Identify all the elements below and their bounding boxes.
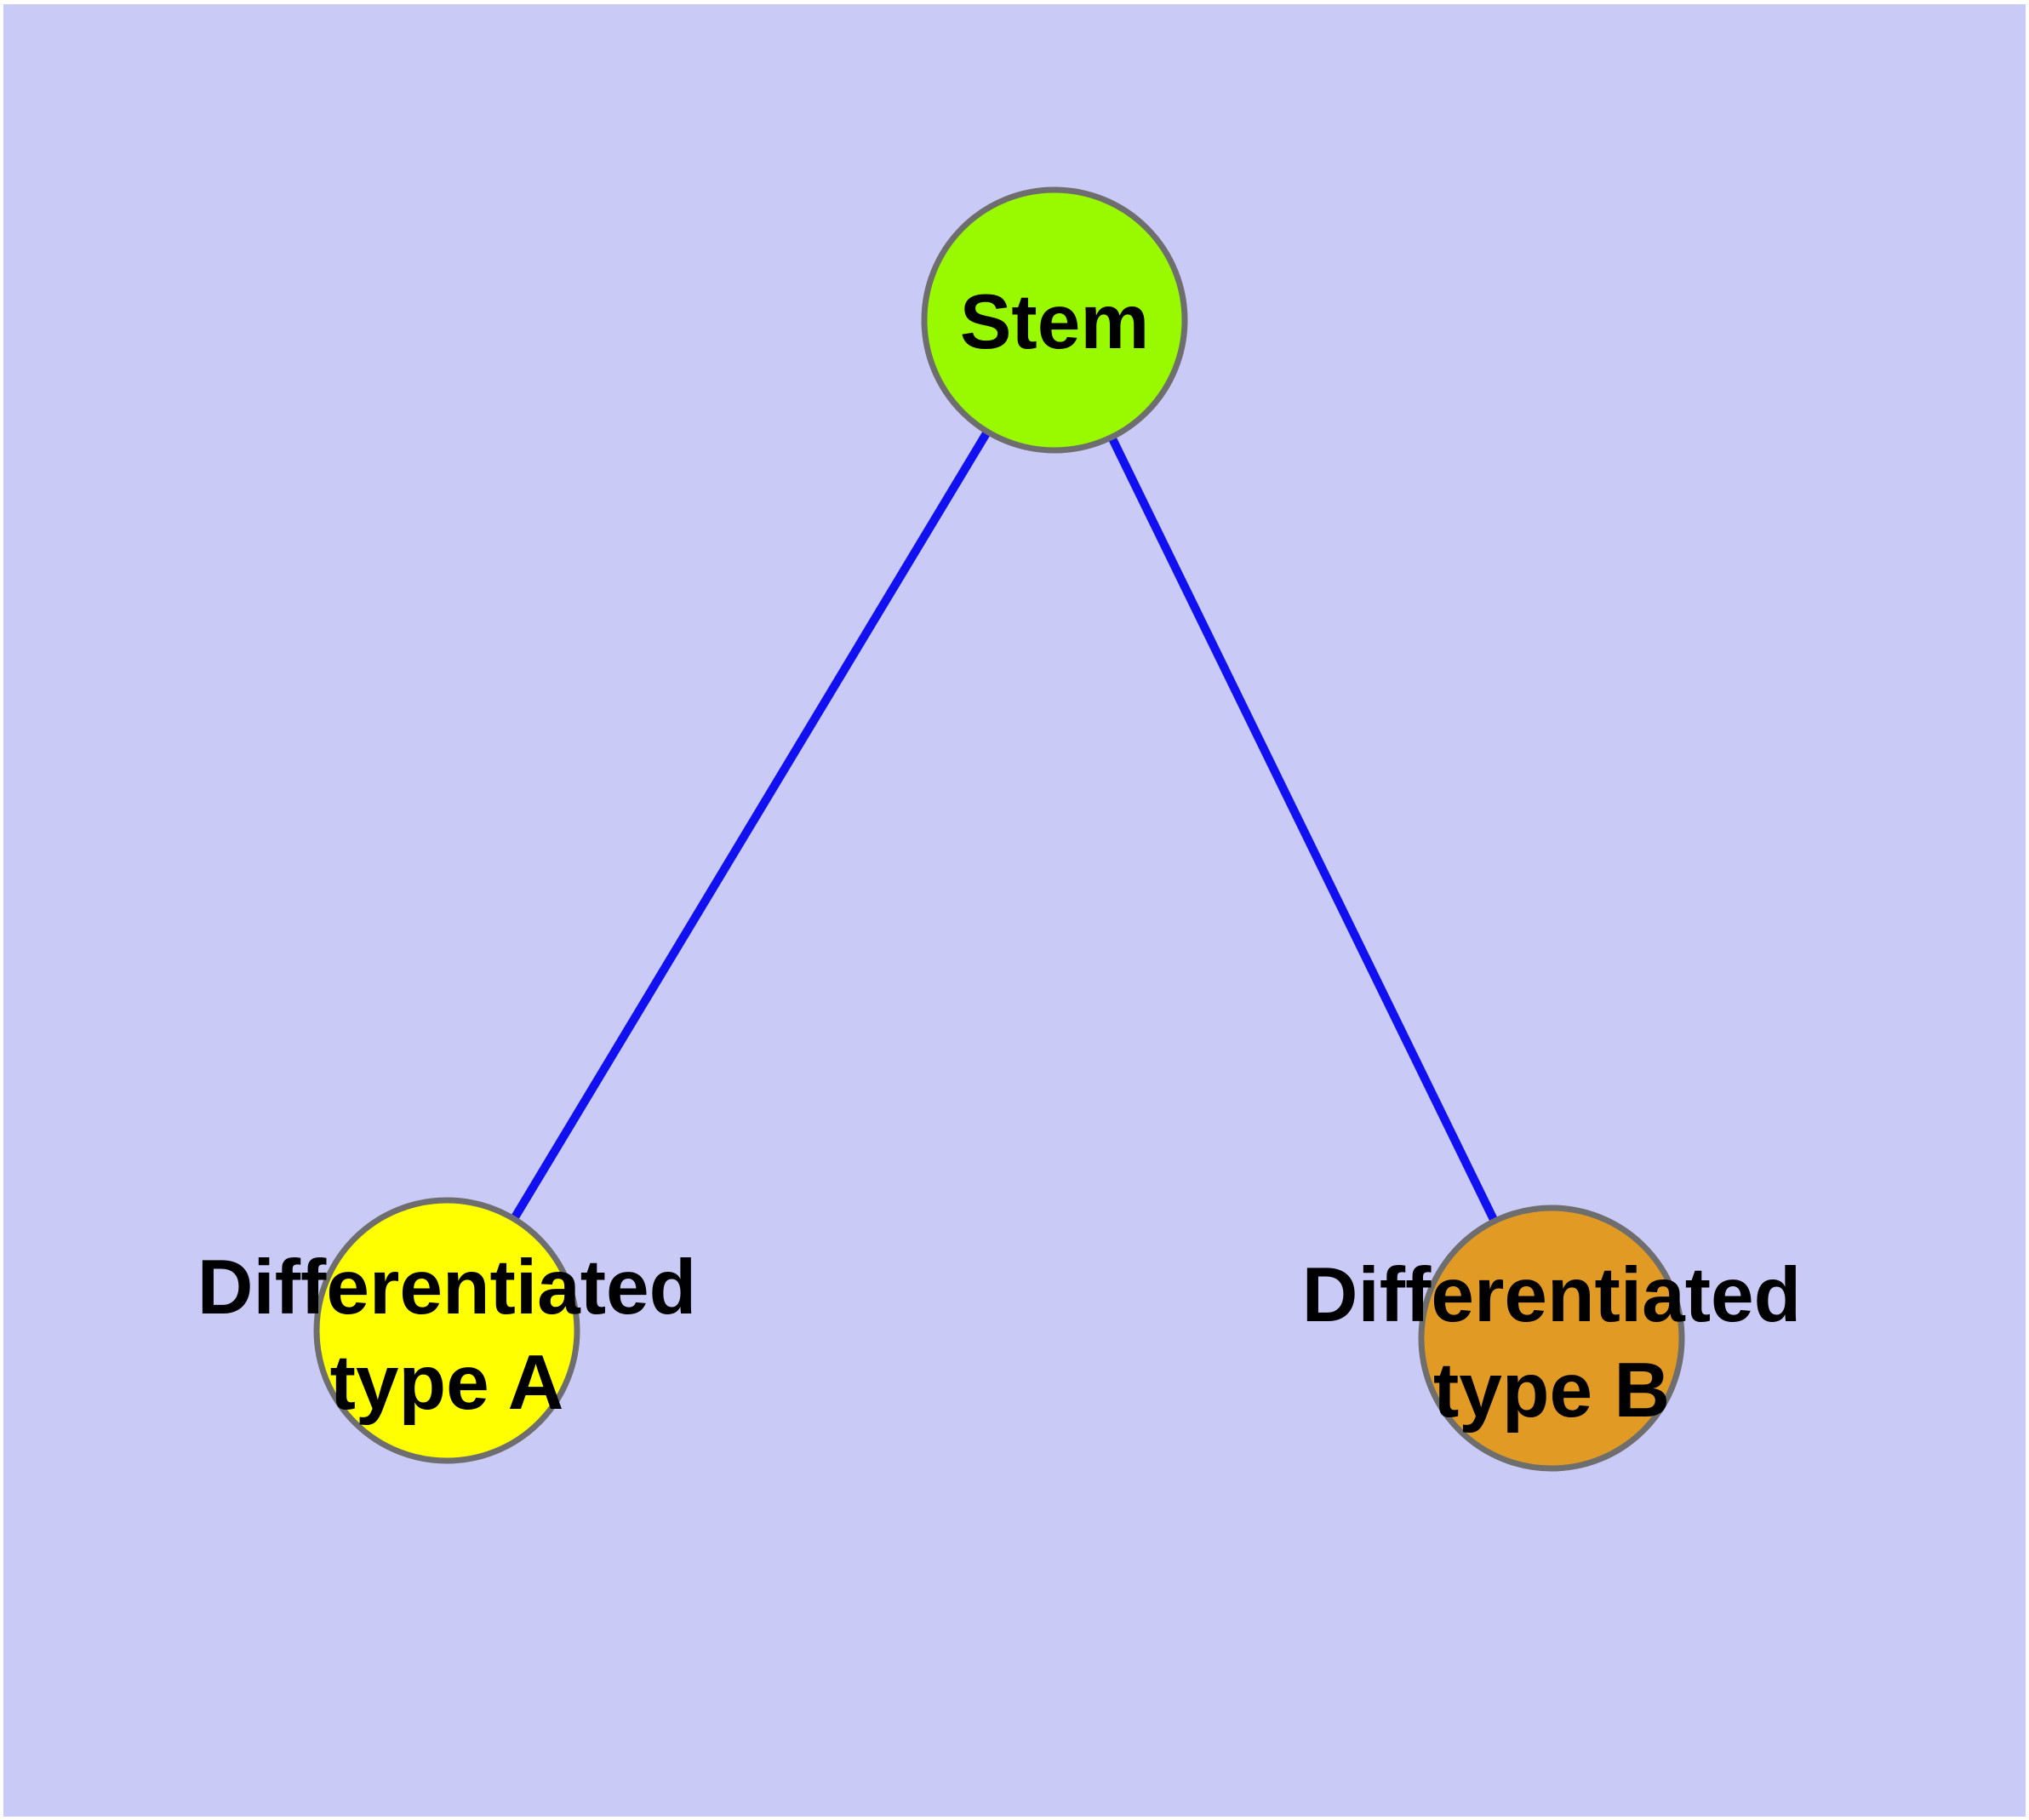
node-stem: Stem [921, 186, 1188, 454]
edge-stem-to-type-a [443, 318, 1059, 1333]
node-type-a-circle [313, 1197, 580, 1464]
node-stem-label: Stem [960, 279, 1150, 365]
node-differentiated-type-b: Differentiated type B [1302, 1205, 1802, 1472]
edge-stem-to-type-b [1050, 318, 1556, 1341]
node-differentiated-type-a: Differentiated type A [197, 1197, 697, 1464]
edge-group [443, 318, 1556, 1341]
node-stem-circle [921, 186, 1188, 454]
node-type-b-label-line1: Differentiated [1302, 1252, 1802, 1338]
node-type-b-label-line2: type B [1433, 1348, 1670, 1434]
node-type-b-circle [1418, 1205, 1685, 1472]
node-type-a-label-line1: Differentiated [197, 1245, 697, 1331]
node-type-a-label-line2: type A [330, 1340, 564, 1426]
